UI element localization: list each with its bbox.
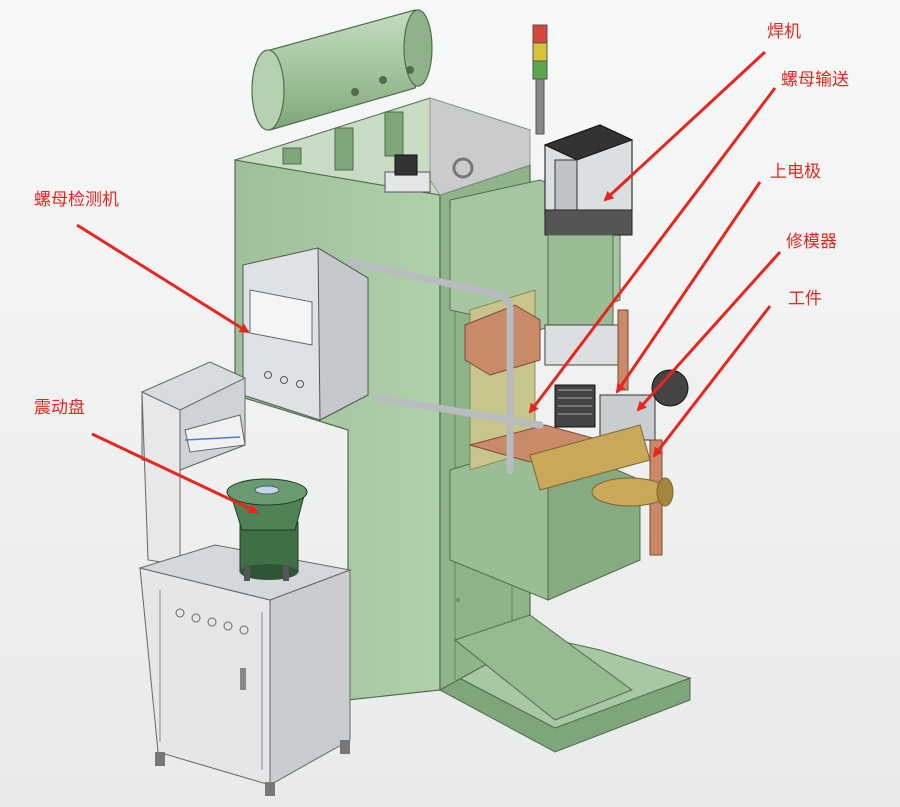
label-welder: 焊机 [767,22,801,42]
arrow-upper-electrode [615,181,762,394]
label-workpiece: 工件 [788,289,822,309]
label-nut-detector: 螺母检测机 [34,190,119,210]
vibratory-bowl [226,478,308,581]
solenoid-valve [384,154,474,193]
signal-tower [532,24,548,135]
arrow-welder [603,50,767,202]
arrow-workpiece [652,305,772,458]
arrow-nut-detector [76,223,250,334]
label-dresser: 修模器 [786,232,837,252]
control-panel [242,247,369,421]
arrow-dresser [636,250,782,412]
nut-detector [141,361,246,566]
label-upper-electrode: 上电极 [770,162,821,182]
label-nut-feeder: 螺母输送 [781,70,849,90]
cabinet [138,544,352,796]
arrow-vibratory-bowl [91,432,259,514]
label-vibratory-bowl: 震动盘 [34,398,85,418]
air-pipe [346,258,544,474]
arrow-nut-feeder [528,87,777,414]
air-tank [251,9,433,171]
welding-cylinder [543,124,634,326]
annotation-arrows [76,50,782,514]
